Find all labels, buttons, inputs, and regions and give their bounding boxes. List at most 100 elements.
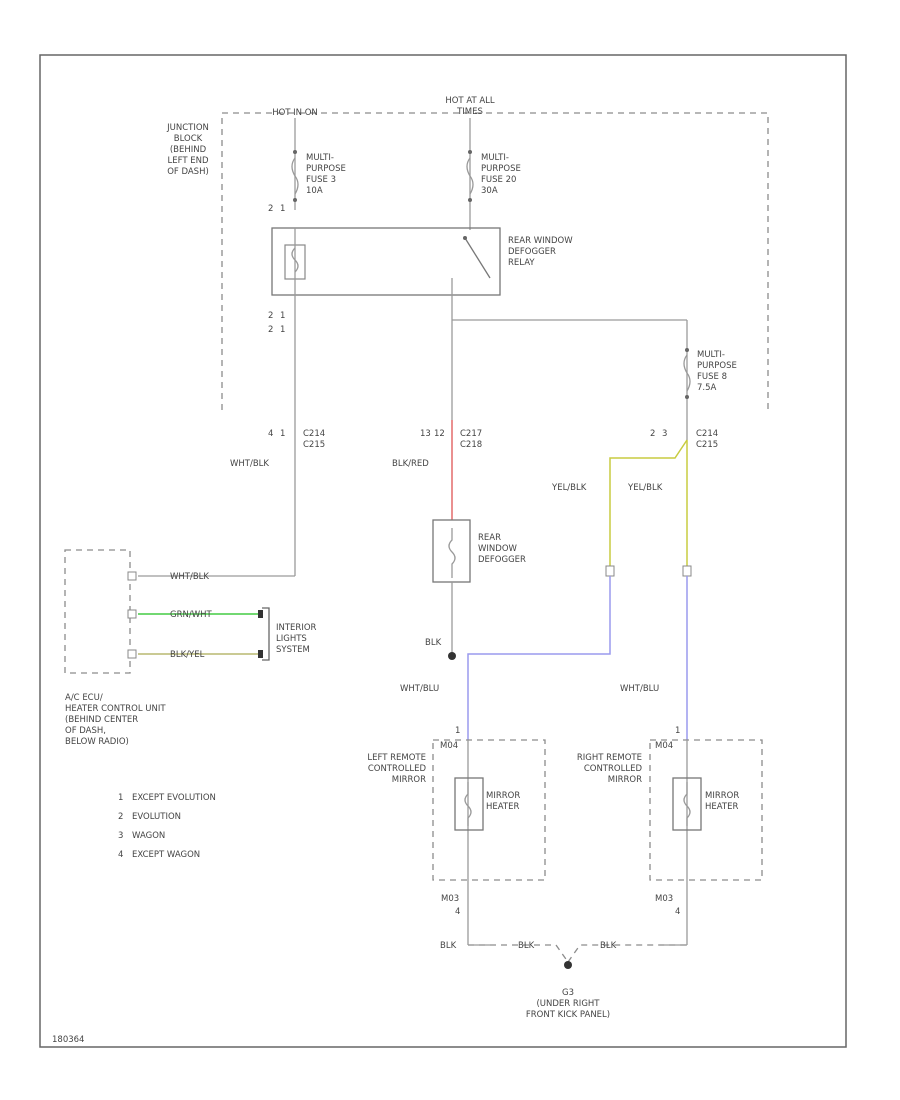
text-line: OF DASH)	[167, 167, 209, 177]
wht-blu-wire-left	[467, 576, 611, 740]
text-line: MIRROR	[486, 791, 520, 801]
pin-2-relay-left: 2	[268, 204, 273, 214]
pin-2-below-relay: 2	[268, 311, 273, 321]
text-line: (BEHIND	[170, 145, 207, 155]
defogger-ground-point	[448, 652, 456, 660]
junction-block-outline	[221, 112, 769, 410]
text-line: DEFOGGER	[508, 247, 556, 257]
text-line: CONTROLLED	[584, 764, 643, 774]
right-mirror-heater-element	[683, 782, 691, 826]
pin-4-left-mirror: 4	[455, 907, 460, 917]
wire-blk-ground-left: BLK	[518, 941, 535, 951]
text-line: FUSE 8	[697, 372, 727, 382]
text-line: C214	[303, 429, 325, 439]
text-line: C214	[696, 429, 718, 439]
text-line: RIGHT REMOTE	[577, 753, 642, 763]
text-line: FUSE 20	[481, 175, 516, 185]
fuse-3-element	[291, 157, 299, 195]
wire-wht-blk-upper: WHT/BLK	[230, 459, 269, 469]
ac-ecu-label: A/C ECU/HEATER CONTROL UNIT(BEHIND CENTE…	[65, 693, 166, 747]
right-mirror-heater-box	[672, 777, 702, 831]
relay-switch-contact	[464, 237, 491, 279]
ground-wire-right	[567, 944, 687, 963]
left-mirror-box	[432, 739, 546, 881]
wire-wht-blu-left: WHT/BLU	[400, 684, 439, 694]
legend-number: 1	[118, 793, 123, 803]
text-line: HOT IN ON	[272, 108, 318, 118]
text-line: CONTROLLED	[368, 764, 427, 774]
pin-1-relay-left: 1	[280, 204, 285, 214]
text-line: (UNDER RIGHT	[536, 999, 600, 1009]
text-line: C217	[460, 429, 482, 439]
wire-grn-wht: GRN/WHT	[170, 610, 213, 620]
diagram-id: 180364	[52, 1035, 84, 1045]
text-line: RELAY	[508, 258, 535, 268]
text-line: REAR	[478, 533, 501, 543]
defogger-element	[448, 528, 456, 578]
fuse-20-terminal-top	[468, 150, 472, 154]
legend-text: EXCEPT WAGON	[132, 850, 200, 860]
defogger-relay-box	[271, 227, 501, 296]
fuse-20-element	[466, 157, 474, 195]
wire-wht-blu-right: WHT/BLU	[620, 684, 659, 694]
yellow-connector-right	[682, 565, 692, 577]
pin-12-c217: 12	[434, 429, 445, 439]
pin-1-left-mirror: 1	[455, 726, 460, 736]
text-line: 30A	[481, 186, 498, 196]
legend-text: EVOLUTION	[132, 812, 181, 822]
diagram-frame	[39, 54, 847, 1048]
legend-text: EXCEPT EVOLUTION	[132, 793, 216, 803]
pin-1-below-relay: 1	[280, 311, 285, 321]
wire-yel-blk-left: YEL/BLK	[551, 483, 587, 493]
text-line: LIGHTS	[276, 634, 307, 644]
text-line: BELOW RADIO)	[65, 737, 129, 747]
text-line: MULTI-	[306, 153, 334, 163]
text-line: HEATER	[705, 802, 738, 812]
wire-blk-red: BLK/RED	[392, 459, 429, 469]
text-line: A/C ECU/	[65, 693, 103, 703]
text-line: 7.5A	[697, 383, 717, 393]
interior-lights-pin-2	[258, 650, 263, 658]
pin-1-c214: 1	[280, 429, 285, 439]
text-line: MIRROR	[705, 791, 739, 801]
legend-text: WAGON	[132, 831, 165, 841]
pin-13-c217: 13	[420, 429, 431, 439]
ground-point-g3	[564, 961, 572, 969]
ac-ecu-box	[64, 549, 131, 674]
pin-4-c214: 4	[268, 429, 273, 439]
text-line: C218	[460, 440, 482, 450]
ecu-pin-3	[127, 649, 137, 659]
hot-in-on-label: HOT IN ON	[272, 108, 318, 118]
text-line: 10A	[306, 186, 323, 196]
connector-m03-left: M03	[441, 894, 459, 904]
ecu-pin-2	[127, 609, 137, 619]
text-line: HEATER CONTROL UNIT	[65, 704, 166, 714]
legend-number: 4	[118, 850, 123, 860]
fuse-20-terminal-bottom	[468, 198, 472, 202]
text-line: MULTI-	[697, 350, 725, 360]
interior-lights-pin-1	[258, 610, 263, 618]
wire-wht-blk-lower: WHT/BLK	[170, 572, 209, 582]
legend-number: 2	[118, 812, 123, 822]
wire-yel-blk-right: YEL/BLK	[627, 483, 663, 493]
text-line: PURPOSE	[697, 361, 737, 371]
text-line: MULTI-	[481, 153, 509, 163]
text-line: HEATER	[486, 802, 519, 812]
text-line: OF DASH,	[65, 726, 106, 736]
connector-m04-left: M04	[440, 741, 458, 751]
left-mirror-heater-box	[454, 777, 484, 831]
text-line: MIRROR	[392, 775, 426, 785]
fuse-3-terminal-bottom	[293, 198, 297, 202]
pin-2-c214-right: 2	[650, 429, 655, 439]
text-line: WINDOW	[478, 544, 518, 554]
text-line: BLOCK	[174, 134, 203, 144]
